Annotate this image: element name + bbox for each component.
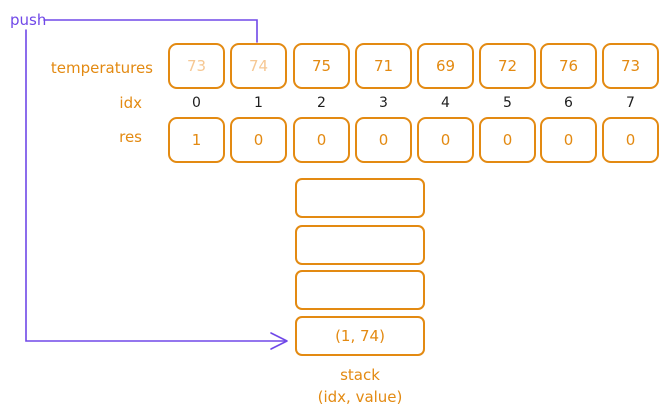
push-arrow-top-segment (43, 19, 258, 43)
index-label: 1 (254, 95, 263, 111)
result-cell: 0 (479, 117, 536, 163)
index-label: 7 (626, 95, 635, 111)
stack-slot (295, 225, 425, 265)
temperature-cell: 76 (540, 43, 597, 89)
index-label: 5 (503, 95, 512, 111)
stack-slot (295, 178, 425, 218)
temperature-cell: 73 (168, 43, 225, 89)
index-label: 2 (317, 95, 326, 111)
temperature-cell: 74 (230, 43, 287, 89)
temperature-cell: 75 (293, 43, 350, 89)
temperature-cell: 69 (417, 43, 474, 89)
stack-caption-subtitle: (idx, value) (317, 388, 403, 406)
push-arrow-main-segment (25, 29, 287, 342)
stack-slot-bottom: (1, 74) (295, 316, 425, 356)
result-cell: 0 (230, 117, 287, 163)
result-cell: 0 (293, 117, 350, 163)
index-label: 0 (192, 95, 201, 111)
push-label: push (10, 11, 47, 29)
stack-slot (295, 270, 425, 310)
result-cell: 0 (540, 117, 597, 163)
result-cell: 0 (417, 117, 474, 163)
index-label: 3 (379, 95, 388, 111)
index-label: 6 (564, 95, 573, 111)
result-cell: 1 (168, 117, 225, 163)
temperatures-row-label: temperatures (50, 59, 153, 77)
result-cell: 0 (355, 117, 412, 163)
temperature-cell: 72 (479, 43, 536, 89)
temperature-cell: 73 (602, 43, 659, 89)
index-label: 4 (441, 95, 450, 111)
push-arrow-head (270, 332, 288, 350)
res-row-label: res (119, 128, 142, 146)
stack-caption: stack (340, 366, 380, 384)
temperature-cell: 71 (355, 43, 412, 89)
idx-row-label: idx (119, 94, 142, 112)
result-cell: 0 (602, 117, 659, 163)
